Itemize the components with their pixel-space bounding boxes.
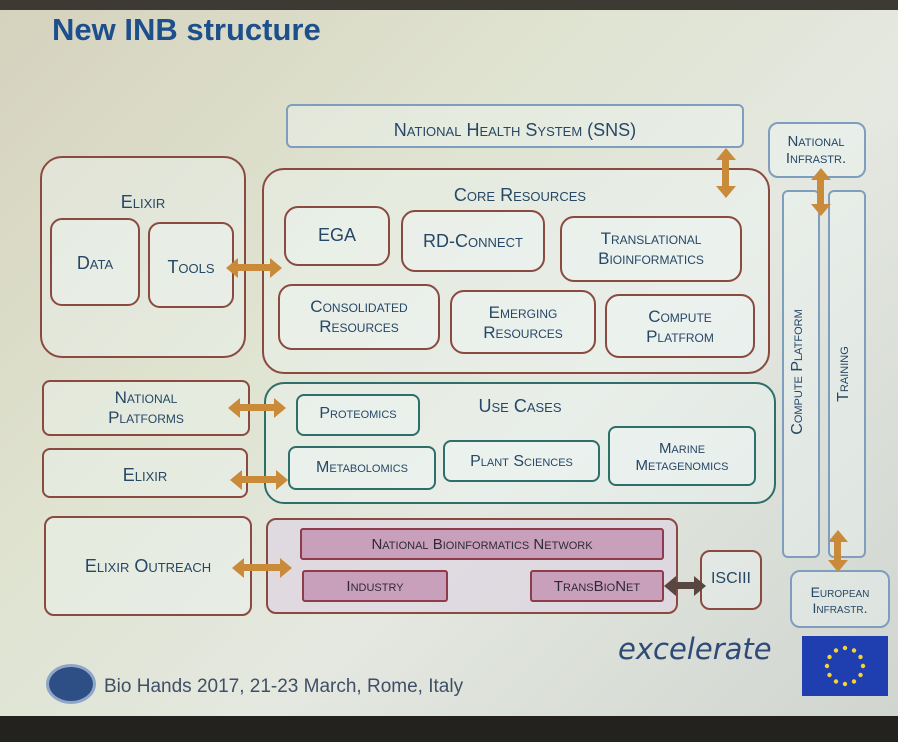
sns-core-arrow-head-down (716, 186, 736, 198)
european-infrastr-arrow-head-down (828, 560, 848, 572)
national-bioinformatics-network-bar: National Bioinformatics Network (300, 528, 664, 560)
transbionet-isciii-arrow-head-right (694, 576, 706, 596)
industry-bar: Industry (302, 570, 448, 602)
transbionet-isciii-arrow-head-left (664, 576, 676, 596)
outreach-network-arrow (242, 564, 282, 571)
use-cases-title: Use Cases (478, 395, 562, 416)
use-cases-box (264, 382, 776, 504)
metabolomics-label: Metabolomics (316, 458, 408, 476)
elixir-row-box (42, 448, 248, 498)
rd-connect-label: RD-Connect (423, 230, 523, 251)
tools-core-arrow-head-right (270, 258, 282, 278)
rd-connect-box (401, 210, 545, 272)
proteomics-label: Proteomics (319, 404, 397, 422)
elixir-row-arrow-head-left (230, 470, 242, 490)
metabolomics-box (288, 446, 436, 490)
slide-title: New INB structure (52, 12, 321, 47)
plant-sciences-label: Plant Sciences (470, 452, 573, 470)
bsc-logo (46, 664, 96, 704)
european-infrastr-arrow-head-up (828, 530, 848, 542)
consolidated-resources-label: Consolidated Resources (310, 297, 408, 336)
elixir-row-arrow-head-right (276, 470, 288, 490)
transbionet-bar: TransBioNet (530, 570, 664, 602)
tools-label: Tools (167, 256, 215, 277)
marine-metagenomics-label: Marine Metagenomics (635, 439, 729, 474)
tools-core-arrow-head-left (226, 258, 238, 278)
emerging-resources-label: Emerging Resources (483, 303, 563, 342)
core-resources-title: Core Resources (453, 184, 587, 205)
national-health-system-label: National Health System (SNS) (393, 119, 637, 140)
training-vertical-box (828, 190, 866, 558)
consolidated-resources-box (278, 284, 440, 350)
translational-bioinformatics-box (560, 216, 742, 282)
footer-text: Bio Hands 2017, 21-23 March, Rome, Italy (104, 676, 464, 697)
plant-sciences-box (443, 440, 600, 482)
excelerate-logo: excelerate (618, 632, 772, 666)
european-infrastr-arrow (834, 540, 841, 562)
isciii-box (700, 550, 762, 610)
transbionet-isciii-arrow (672, 582, 696, 589)
proteomics-box (296, 394, 420, 436)
national-infrastr-label: National Infrastr. (785, 132, 847, 167)
sns-core-arrow-head-up (716, 148, 736, 160)
national-platforms-label: National Platforms (108, 388, 184, 427)
training-vertical-label: Training (835, 346, 852, 402)
ega-box (284, 206, 390, 266)
national-infrastr-arrow (817, 178, 824, 206)
eu-flag-icon (802, 636, 888, 696)
elixir-group-box (40, 156, 246, 358)
national-health-system-box (286, 104, 744, 148)
elixir-outreach-label: Elixir Outreach (84, 555, 212, 576)
outreach-network-arrow-head-right (280, 558, 292, 578)
outreach-network-arrow-head-left (232, 558, 244, 578)
translational-bioinformatics-label: Translational Bioinformatics (598, 229, 704, 268)
national-platforms-arrow-head-left (228, 398, 240, 418)
ega-label: EGA (317, 224, 356, 245)
compute-platform-vertical-box (782, 190, 820, 558)
data-label: Data (76, 252, 114, 273)
compute-platfrom-label: Compute Platfrom (646, 307, 714, 346)
marine-metagenomics-box (608, 426, 756, 486)
national-infrastr-arrow-head-up (811, 168, 831, 180)
elixir-group-title: Elixir (120, 191, 166, 212)
tools-core-arrow (236, 264, 272, 271)
elixir-row-label: Elixir (122, 464, 168, 485)
elixir-row-arrow (240, 476, 278, 483)
slide-top-edge (0, 0, 898, 10)
elixir-outreach-box (44, 516, 252, 616)
european-infrastr-label: European Infrastr. (810, 583, 870, 616)
data-box (50, 218, 140, 306)
sns-core-arrow (722, 158, 729, 188)
slide-bottom-edge (0, 716, 898, 742)
compute-platfrom-box (605, 294, 755, 358)
national-platforms-arrow-head-right (274, 398, 286, 418)
national-platforms-arrow (238, 404, 276, 411)
european-infrastr-box (790, 570, 890, 628)
compute-platform-vertical-label: Compute Platform (789, 309, 806, 435)
national-infrastr-arrow-head-down (811, 204, 831, 216)
emerging-resources-box (450, 290, 596, 354)
national-platforms-box (42, 380, 250, 436)
isciii-label: ISCIII (710, 569, 751, 587)
